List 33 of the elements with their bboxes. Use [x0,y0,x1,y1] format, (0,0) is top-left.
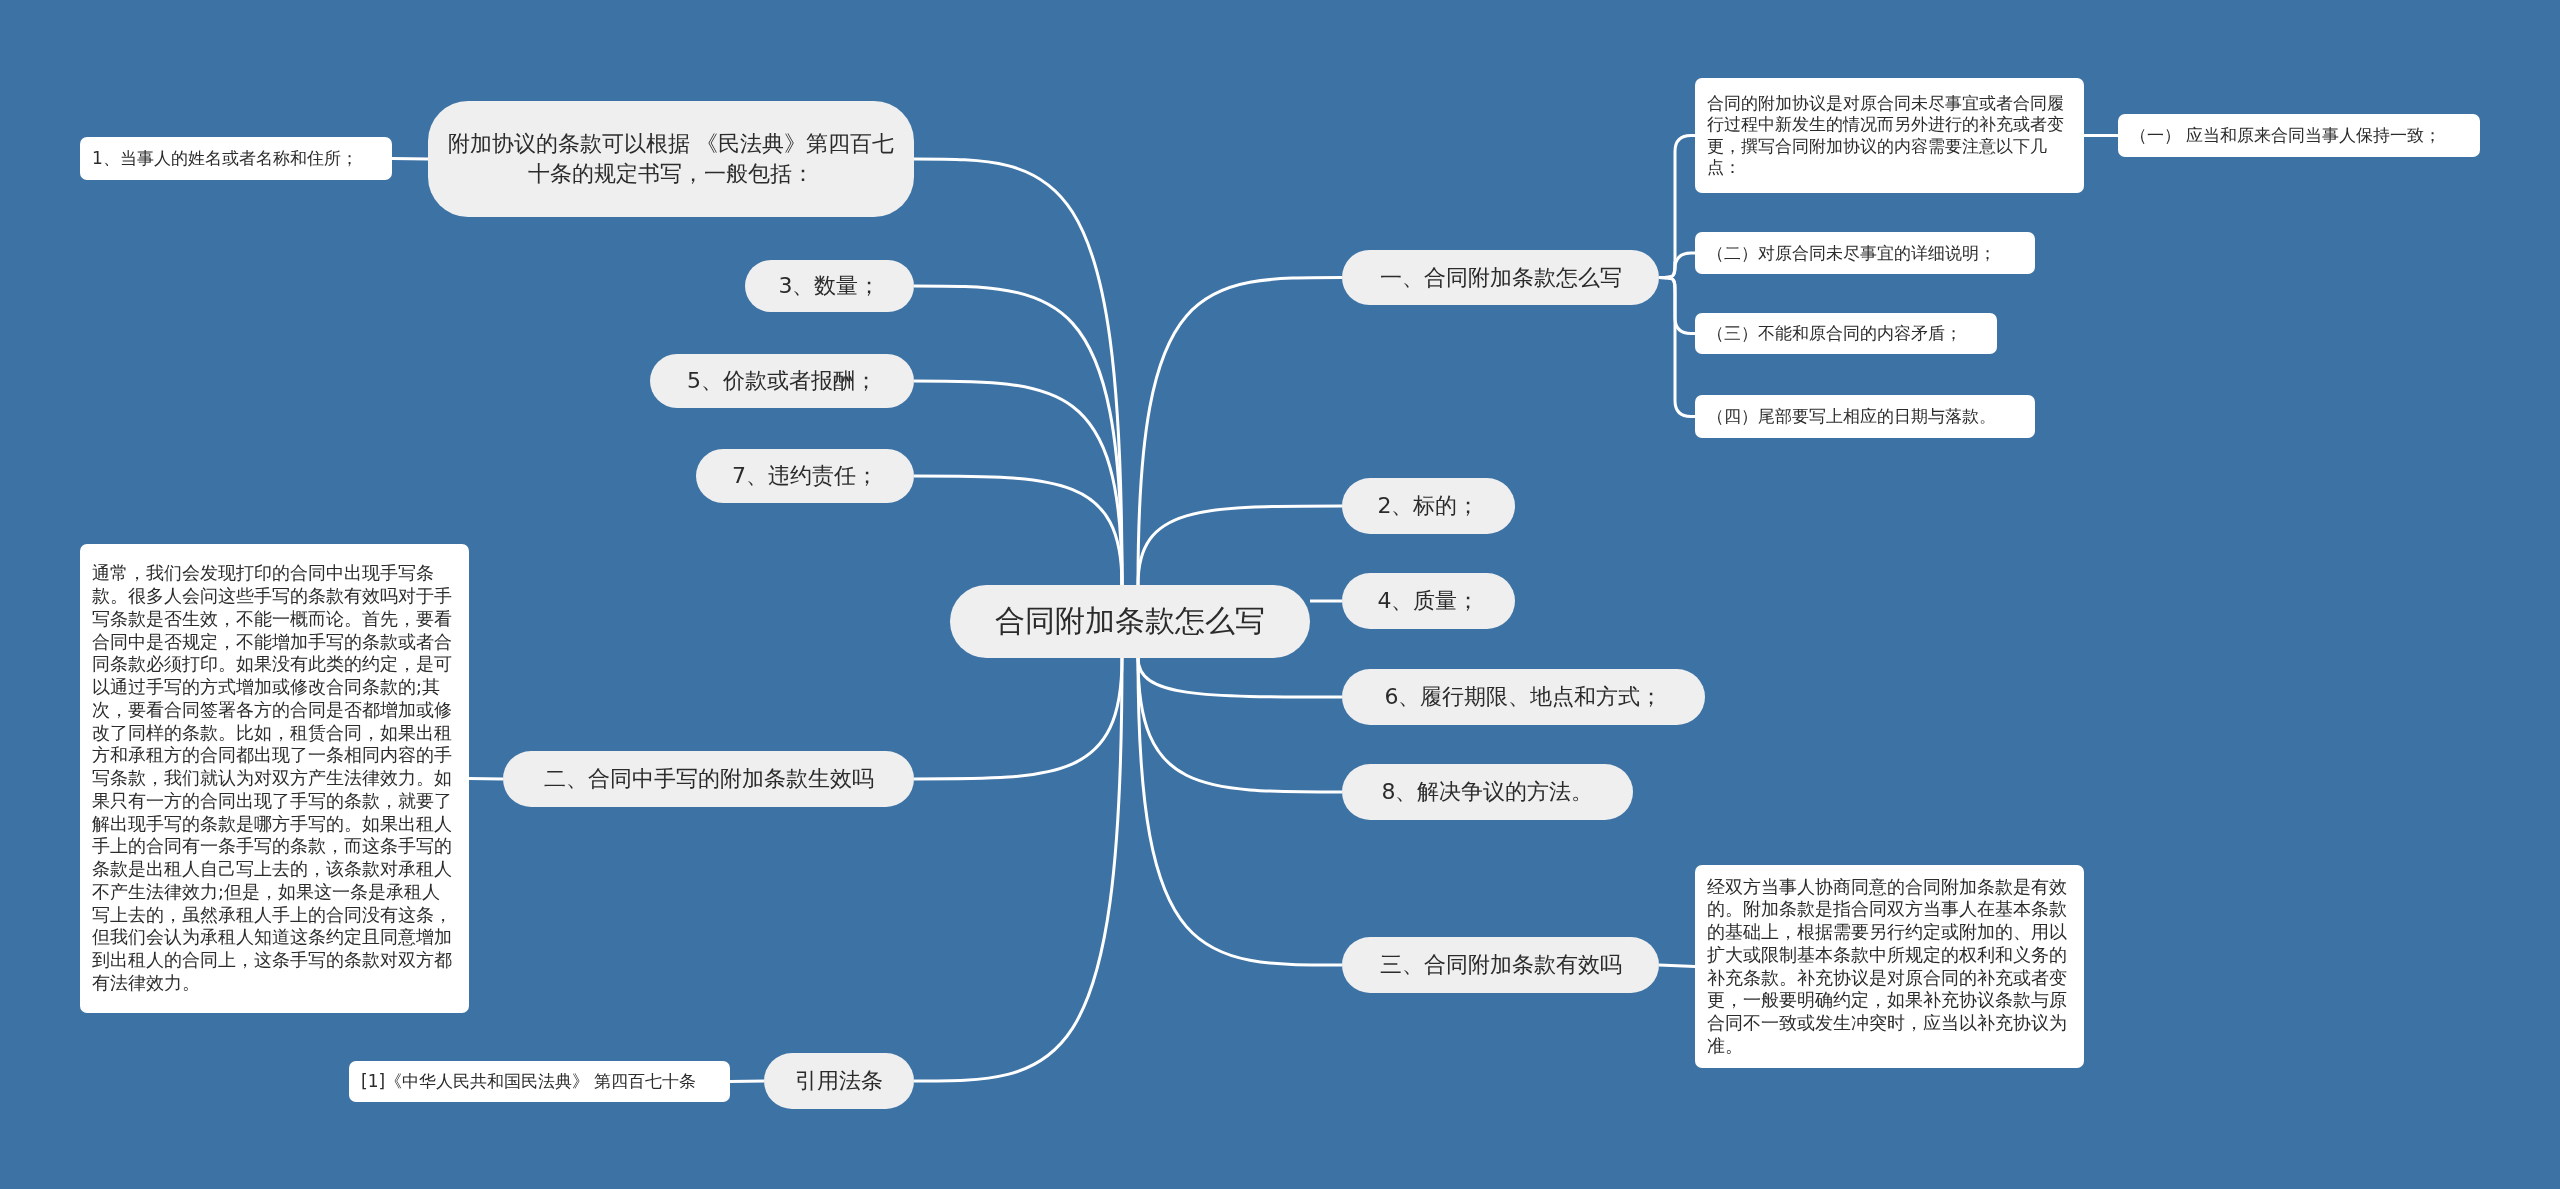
leaf-card: （二）对原合同未尽事宜的详细说明； [1695,232,2035,274]
text-card: 通常，我们会发现打印的合同中出现手写条款。很多人会问这些手写的条款有效吗对于手写条款是否生效，不能一概而论。首先，要看合同中是否规定，不能增加手写的条款或者合同条款必须打印。如果没有此类的约定，是可以通过手写的方式增加或修改合同条款的;其次，要看合同签署各方的合同是否都增加或修改了同样的条款。比如，租赁合同，如果出租方和承租方的合同都出现了一条相同内容的手写条款，我们就认为对双方产生法律效力。如果只有一方的合同出现了手写的条款，就要了解出现手写的条款是哪方手写的。如果出租人手上的合同有一条手写的条款，而这条手写的条款是出租人自己写上去的，该条款对承租人不产生法律效力;但是，如果这一条是承租人写上去的，虽然承租人手上的合同没有这条，但我们会认为承租人知道这条约定且同意增加到出租人的合同上，这条手写的条款对双方都有法律效力。 [80,544,469,1013]
connector-line [729,1079,765,1083]
topic-pill: 三、合同附加条款有效吗 [1342,937,1659,993]
connector-line [468,777,504,781]
topic-pill: 2、标的； [1342,478,1515,534]
connector-line [914,474,1124,586]
topic-pill: 3、数量； [745,260,914,312]
topic-pill: 二、合同中手写的附加条款生效吗 [503,751,914,807]
topic-pill: 4、质量； [1342,573,1515,629]
leaf-card: （四）尾部要写上相应的日期与落款。 [1695,395,2035,438]
center-topic: 合同附加条款怎么写 [950,585,1310,658]
connector-line [1136,276,1342,586]
text-card: 合同的附加协议是对原合同未尽事宜或者合同履行过程中新发生的情况而另外进行的补充或者变更，撰写合同附加协议的内容需要注意以下几点： [1695,78,2084,193]
leaf-card: 1、当事人的姓名或者名称和住所； [80,137,392,180]
topic-pill: 7、违约责任； [696,449,914,503]
connector-line [391,157,429,161]
topic-pill: 8、解决争议的方法。 [1342,764,1633,820]
connector-line [1658,963,1696,968]
topic-pill: 附加协议的条款可以根据 《民法典》第四百七十条的规定书写，一般包括： [428,101,914,217]
connector-line [2084,134,2118,137]
leaf-card: （三）不能和原合同的内容矛盾； [1695,313,1997,354]
topic-pill: 5、价款或者报酬； [650,354,914,408]
connector-line [1136,657,1342,967]
topic-pill: 6、履行期限、地点和方式； [1342,669,1705,725]
topic-pill: 引用法条 [764,1053,914,1109]
topic-pill: 一、合同附加条款怎么写 [1342,250,1659,305]
connector-line [914,657,1124,1083]
leaf-card: （一） 应当和原来合同当事人保持一致； [2118,114,2480,157]
text-card: 经双方当事人协商同意的合同附加条款是有效的。附加条款是指合同双方当事人在基本条款的基础上，根据需要另行约定或附加的、用以扩大或限制基本条款中所规定的权利和义务的补充条款。补充协议是对原合同的补充或者变更，一般要明确约定，如果补充协议条款与原合同不一致或发生冲突时，应当以补充协议为准。 [1695,865,2084,1068]
connector-line [1310,599,1342,603]
connector-line [1136,504,1342,586]
leaf-card: [1]《中华人民共和国民法典》 第四百七十条 [349,1061,730,1102]
